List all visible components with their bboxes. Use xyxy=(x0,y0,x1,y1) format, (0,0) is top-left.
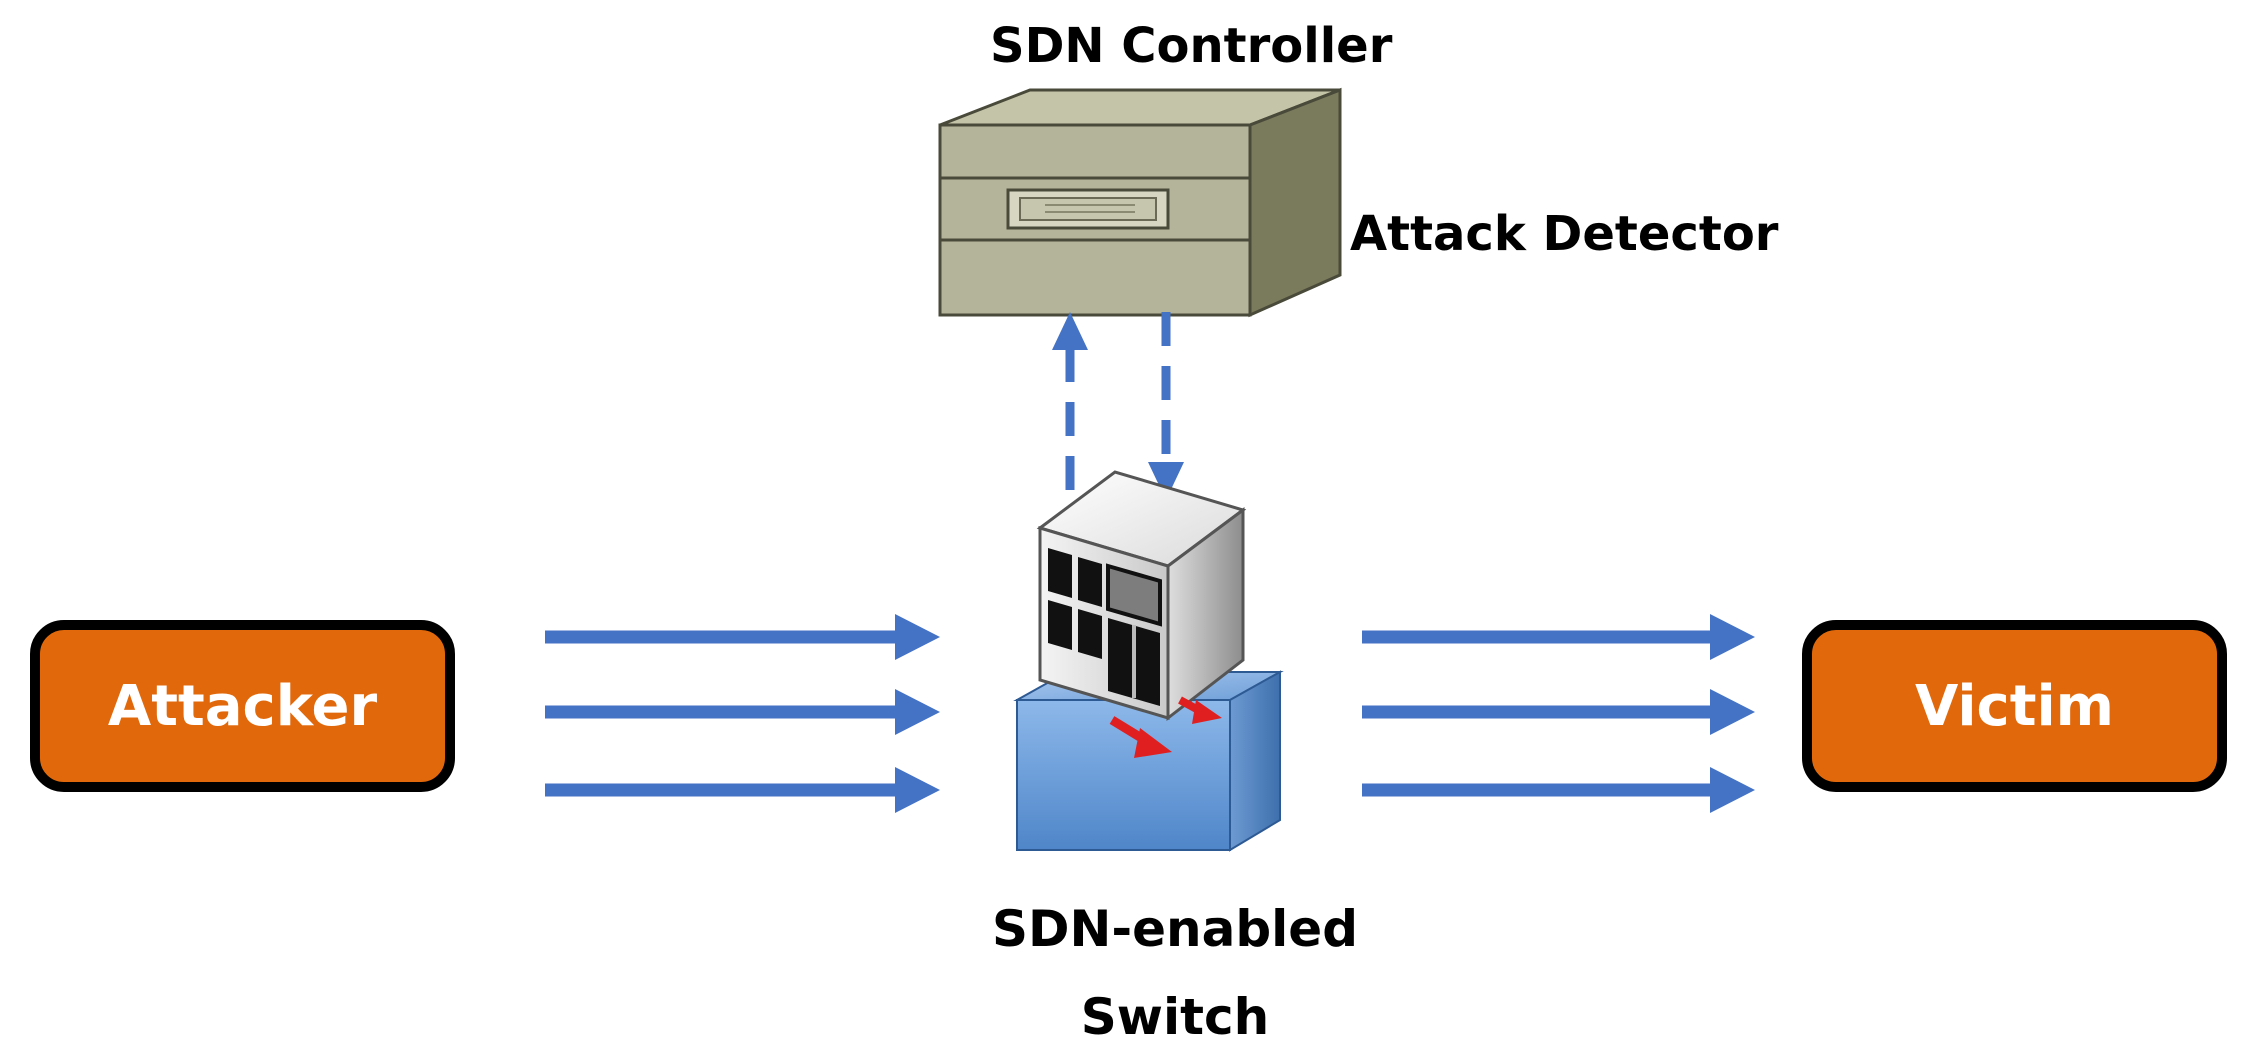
control-channel-arrows xyxy=(1052,312,1184,500)
arrow-up-head xyxy=(1052,312,1088,350)
sdn-switch-icon xyxy=(1013,470,1284,852)
attack-traffic-arrows-left xyxy=(545,614,940,813)
attacker-node: Attacker xyxy=(30,620,455,792)
attack-detector-label: Attack Detector xyxy=(1350,206,1779,262)
attacker-label: Attacker xyxy=(107,673,378,739)
controller-label: SDN Controller xyxy=(990,18,1393,74)
victim-label: Victim xyxy=(1914,673,2115,739)
switch-label: SDN-enabled Switch xyxy=(992,900,1358,1046)
sdn-controller-icon xyxy=(938,87,1342,318)
attack-traffic-arrows-right xyxy=(1362,614,1755,813)
flow-arrows-icon xyxy=(1109,696,1222,758)
victim-node: Victim xyxy=(1802,620,2227,792)
arrow-down-head xyxy=(1148,462,1184,500)
